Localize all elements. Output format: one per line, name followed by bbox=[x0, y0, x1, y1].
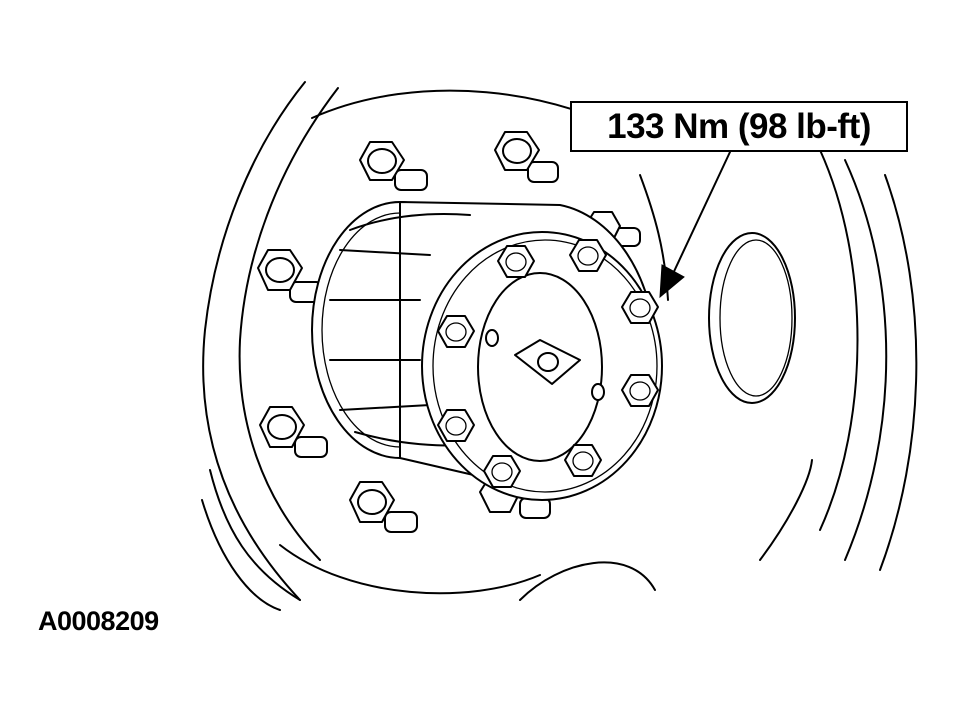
callout-leader-line bbox=[669, 151, 731, 281]
lug-nut bbox=[257, 249, 323, 303]
arrowhead-pointer-icon bbox=[659, 264, 685, 299]
hub-bolt bbox=[621, 374, 659, 407]
hub-bolt bbox=[437, 409, 475, 442]
hub-bolt bbox=[497, 245, 535, 278]
hub-bolt bbox=[437, 315, 475, 348]
lug-nut bbox=[494, 131, 559, 183]
hub-bolt bbox=[483, 455, 521, 488]
wheel-hand-hole-inner bbox=[719, 239, 793, 397]
hub-cap-bolts bbox=[437, 239, 659, 488]
hub-bolt bbox=[621, 291, 659, 324]
hub-bolt bbox=[569, 239, 607, 272]
hub-cap-hole bbox=[591, 383, 605, 401]
lug-nut bbox=[259, 406, 328, 458]
figure-id-label: A0008209 bbox=[38, 606, 159, 636]
lug-nut bbox=[359, 141, 428, 191]
wheel-rim bbox=[201, 81, 918, 611]
torque-spec-callout: 133 Nm (98 lb-ft) bbox=[570, 101, 908, 152]
lug-nut bbox=[349, 481, 418, 533]
hub-cap-hole bbox=[485, 329, 499, 347]
hub-dial-center bbox=[537, 352, 559, 372]
hub-bolt bbox=[564, 444, 602, 477]
wheel-hand-hole bbox=[708, 232, 796, 404]
hub-flange-rim bbox=[432, 239, 658, 493]
